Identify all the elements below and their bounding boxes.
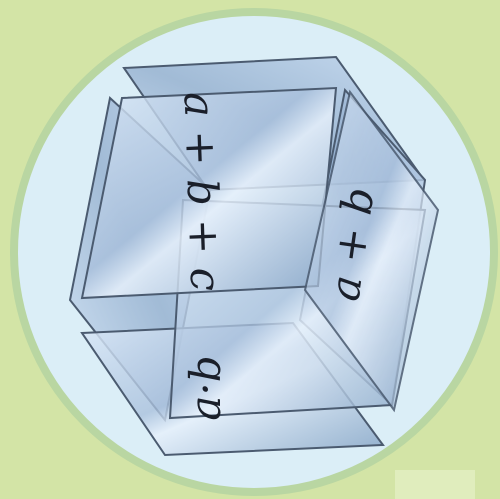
label-product: a·b <box>181 355 230 420</box>
label-sum-three: a + b + c <box>175 91 231 292</box>
corner-highlight <box>395 470 475 499</box>
